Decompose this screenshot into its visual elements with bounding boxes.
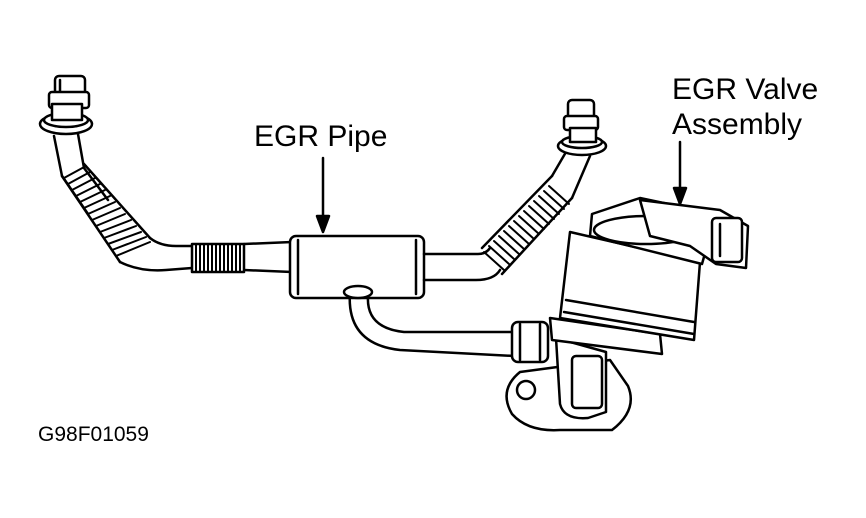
egr-pipe-arrow	[315, 156, 331, 234]
egr-valve-label-line1: EGR Valve	[672, 73, 819, 106]
horizontal-pipe-left	[118, 236, 294, 274]
right-corrugated-hose	[480, 174, 574, 276]
egr-valve-arrow	[672, 140, 688, 206]
egr-valve-label-line2: Assembly	[672, 108, 803, 141]
branch-pipe	[342, 284, 516, 358]
horizontal-pipe-right	[422, 246, 502, 282]
left-corrugated-hose	[60, 162, 152, 264]
middle-corrugated-section	[190, 242, 246, 274]
right-fitting	[556, 98, 608, 157]
egr-valve-assembly	[505, 196, 750, 432]
egr-pipe-label: EGR Pipe	[254, 120, 388, 153]
figure-code: G98F01059	[38, 423, 149, 446]
left-fitting	[38, 74, 94, 136]
right-tube	[550, 150, 592, 200]
branch-pipe-nut	[510, 320, 550, 364]
